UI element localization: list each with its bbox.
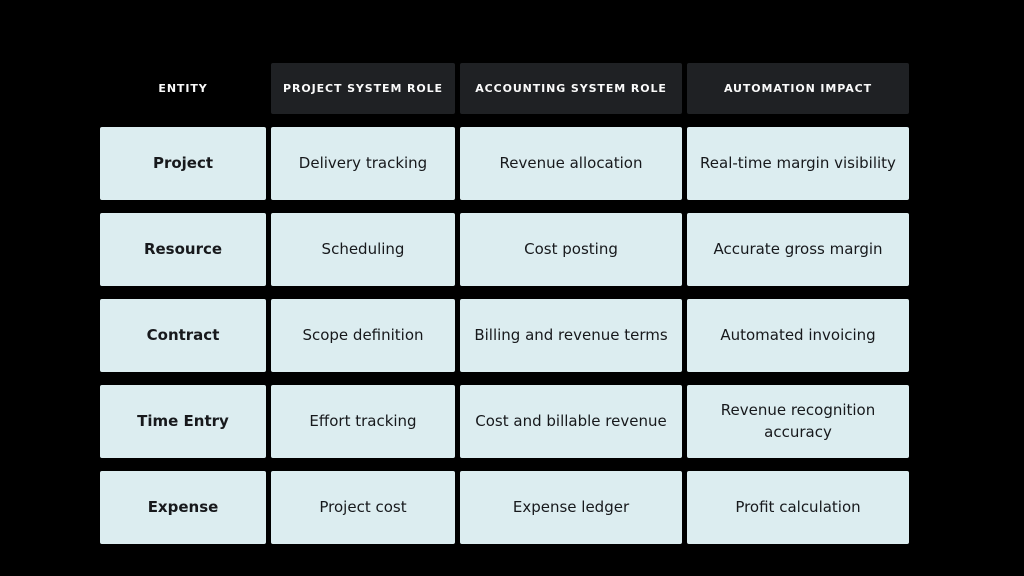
- accounting-role-cell-row3: Billing and revenue terms: [460, 299, 682, 372]
- project-role-cell-row3: Scope definition: [271, 299, 455, 372]
- entity-cell-row5: Expense: [100, 471, 266, 544]
- accounting-role-cell-row4: Cost and billable revenue: [460, 385, 682, 458]
- entity-cell-row4: Time Entry: [100, 385, 266, 458]
- accounting-role-cell-row1: Revenue allocation: [460, 127, 682, 200]
- accounting-role-cell-row2: Cost posting: [460, 213, 682, 286]
- column-header-project-system-role: PROJECT SYSTEM ROLE: [271, 63, 455, 114]
- automation-impact-cell-row2: Accurate gross margin: [687, 213, 909, 286]
- automation-impact-cell-row4: Revenue recognition accuracy: [687, 385, 909, 458]
- entity-cell-row2: Resource: [100, 213, 266, 286]
- automation-impact-cell-row1: Real-time margin visibility: [687, 127, 909, 200]
- project-role-cell-row5: Project cost: [271, 471, 455, 544]
- column-header-entity: ENTITY: [158, 82, 208, 95]
- column-header-accounting-system-role: ACCOUNTING SYSTEM ROLE: [460, 63, 682, 114]
- entity-cell-row3: Contract: [100, 299, 266, 372]
- automation-impact-cell-row5: Profit calculation: [687, 471, 909, 544]
- entity-cell-row1: Project: [100, 127, 266, 200]
- column-header-automation-impact: AUTOMATION IMPACT: [687, 63, 909, 114]
- table-grid: ENTITY PROJECT SYSTEM ROLE ACCOUNTING SY…: [100, 63, 909, 544]
- project-role-cell-row4: Effort tracking: [271, 385, 455, 458]
- automation-impact-cell-row3: Automated invoicing: [687, 299, 909, 372]
- accounting-role-cell-row5: Expense ledger: [460, 471, 682, 544]
- project-role-cell-row2: Scheduling: [271, 213, 455, 286]
- project-role-cell-row1: Delivery tracking: [271, 127, 455, 200]
